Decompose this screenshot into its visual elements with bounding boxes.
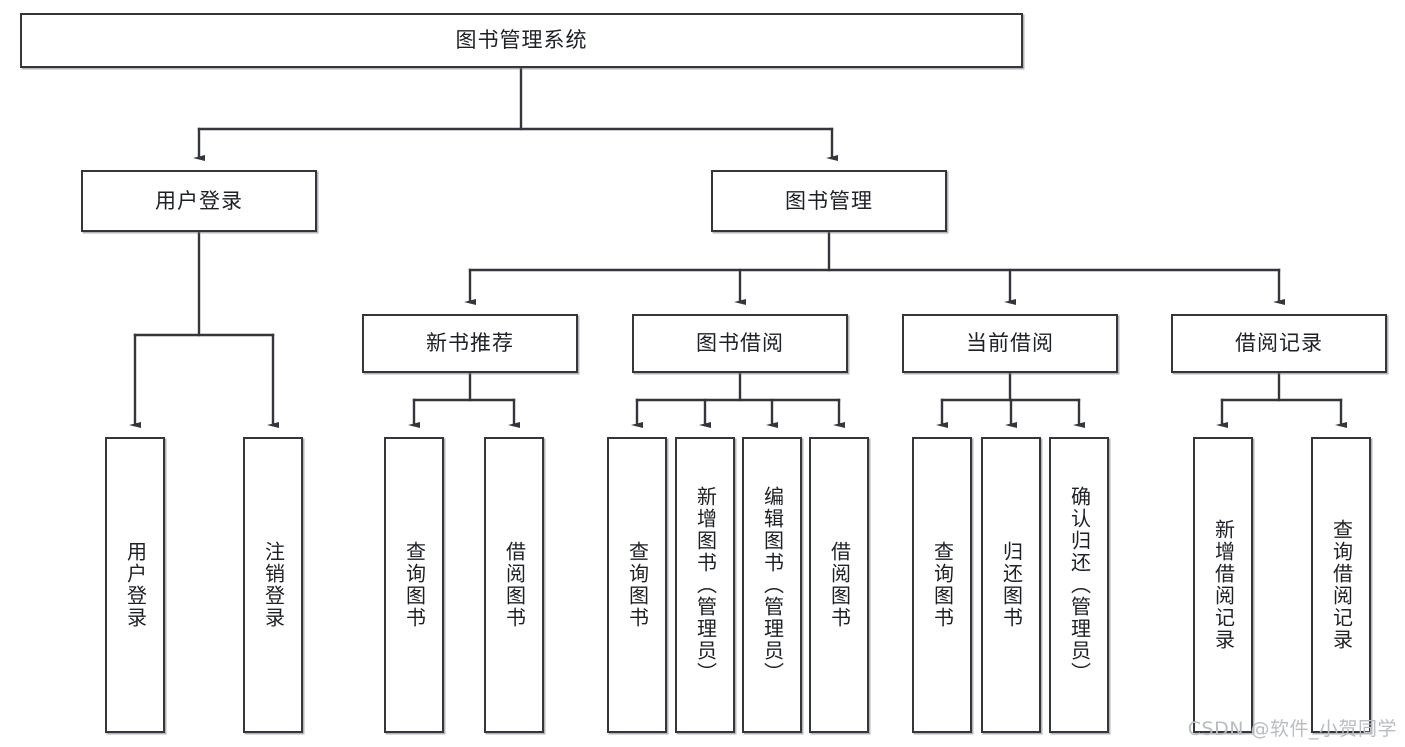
node-leaf-return-book[interactable]: 归还图书 — [981, 437, 1041, 733]
node-label: 借阅图书 — [827, 541, 852, 629]
node-leaf-edit-book[interactable]: 编辑图书（管理员） — [742, 437, 802, 733]
node-borrow-record[interactable]: 借阅记录 — [1171, 314, 1387, 373]
node-current-borrow[interactable]: 当前借阅 — [902, 314, 1118, 373]
node-label: 编辑图书（管理员） — [760, 486, 785, 684]
node-label: 查询借阅记录 — [1329, 519, 1354, 651]
node-leaf-add-record[interactable]: 新增借阅记录 — [1193, 437, 1253, 733]
node-new-book-recommend[interactable]: 新书推荐 — [362, 314, 578, 373]
node-label: 查询图书 — [625, 541, 650, 629]
node-leaf-query-book-2[interactable]: 查询图书 — [607, 437, 667, 733]
node-label: 新书推荐 — [426, 331, 514, 356]
node-label: 归还图书 — [999, 541, 1024, 629]
node-label: 当前借阅 — [966, 331, 1054, 356]
node-label: 查询图书 — [930, 541, 955, 629]
node-leaf-query-book-3[interactable]: 查询图书 — [912, 437, 972, 733]
node-label: 确认归还（管理员） — [1067, 486, 1092, 684]
node-leaf-query-record[interactable]: 查询借阅记录 — [1311, 437, 1371, 733]
node-label: 查询图书 — [402, 541, 427, 629]
node-book-manage[interactable]: 图书管理 — [711, 170, 947, 232]
node-label: 用户登录 — [123, 541, 148, 629]
node-leaf-query-book-1[interactable]: 查询图书 — [384, 437, 444, 733]
node-label: 新增借阅记录 — [1211, 519, 1236, 651]
node-label: 图书管理系统 — [455, 28, 588, 53]
node-label: 借阅图书 — [502, 541, 527, 629]
node-label: 借阅记录 — [1235, 331, 1323, 356]
node-root-book-management-system[interactable]: 图书管理系统 — [20, 13, 1023, 68]
node-user-login[interactable]: 用户登录 — [81, 170, 317, 232]
node-leaf-borrow-book-1[interactable]: 借阅图书 — [484, 437, 544, 733]
node-book-borrow[interactable]: 图书借阅 — [632, 314, 848, 373]
node-label: 图书借阅 — [696, 331, 784, 356]
csdn-watermark: CSDN @软件_小贺同学 — [1187, 718, 1397, 740]
node-label: 新增图书（管理员） — [693, 486, 718, 684]
node-label: 注销登录 — [261, 541, 286, 629]
node-leaf-user-login[interactable]: 用户登录 — [105, 437, 165, 733]
node-leaf-borrow-book-2[interactable]: 借阅图书 — [809, 437, 869, 733]
node-label: 图书管理 — [785, 188, 873, 213]
node-label: 用户登录 — [155, 188, 243, 213]
node-leaf-logout-login[interactable]: 注销登录 — [243, 437, 303, 733]
node-leaf-add-book[interactable]: 新增图书（管理员） — [675, 437, 735, 733]
node-leaf-confirm-return[interactable]: 确认归还（管理员） — [1049, 437, 1109, 733]
